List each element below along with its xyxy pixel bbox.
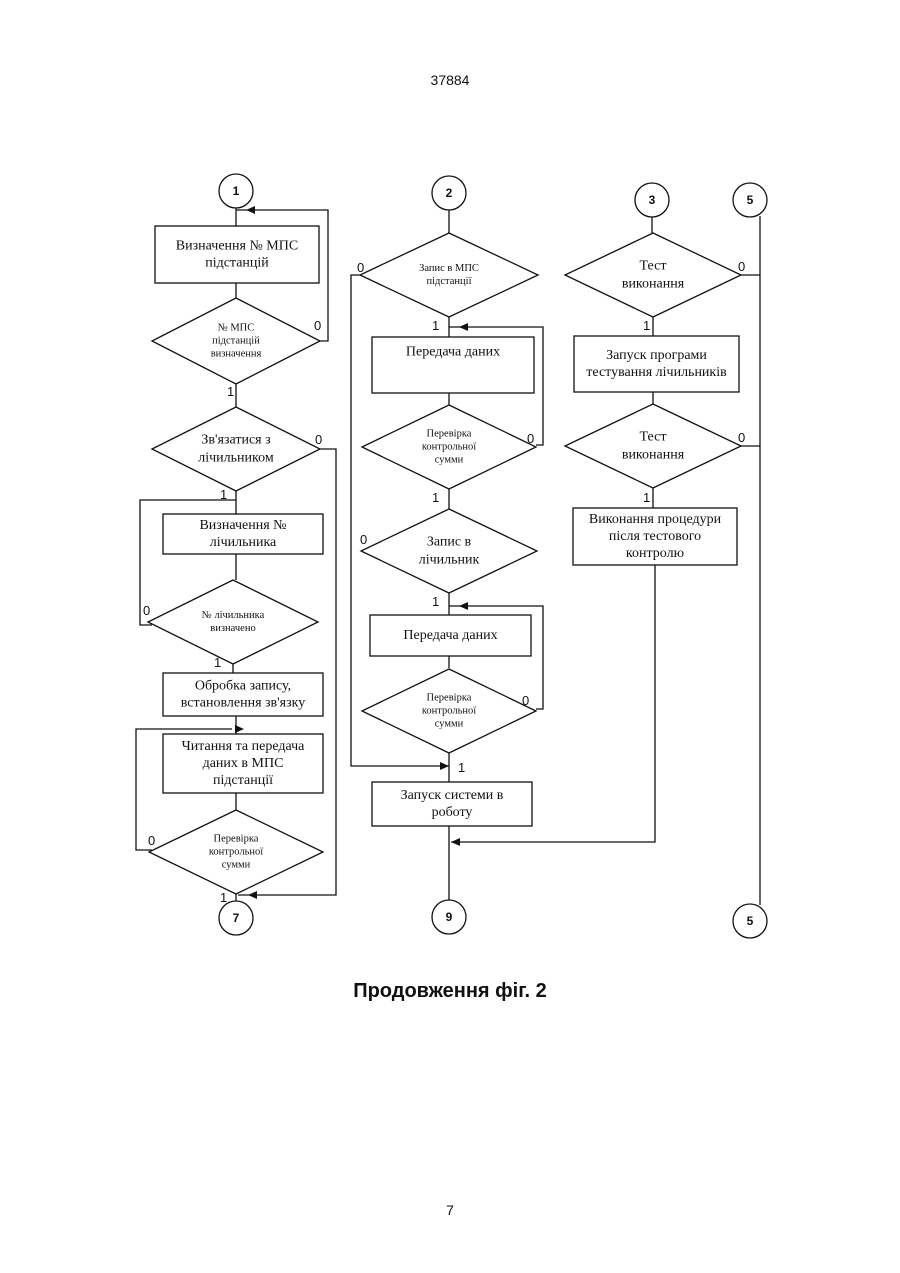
- arrow-exit-connect: [248, 891, 257, 899]
- flag-test-2-no: 0: [738, 430, 745, 445]
- decision-connect-line: Зв'язатися з: [201, 433, 271, 448]
- decision-mps-id-line: № МПС: [218, 323, 255, 334]
- flag-checksum-no: 0: [148, 833, 155, 848]
- box-mps-id-line: Визначення № МПС: [176, 239, 298, 254]
- decision-test-2: [565, 404, 741, 488]
- box-after-test-line: контролю: [626, 546, 684, 561]
- flag-write-meter-no: 0: [360, 532, 367, 547]
- flag-write-meter-yes: 1: [432, 594, 439, 609]
- arrow-loop-mps: [246, 206, 255, 214]
- decision-checksum-1-line: Перевірка: [427, 429, 472, 440]
- flag-connect-yes: 1: [220, 487, 227, 502]
- decision-connect: [152, 407, 320, 491]
- box-start-tests-line: Запуск програми: [606, 348, 707, 363]
- connector-3-label: 3: [649, 193, 656, 207]
- box-meter-id-line: лічильника: [210, 535, 277, 550]
- flag-mps-no: 0: [314, 318, 321, 333]
- flag-mps-yes: 1: [227, 384, 234, 399]
- decision-test-1-line: Тест: [640, 259, 667, 274]
- decision-checksum-line: сумми: [222, 860, 251, 871]
- box-start-tests: [574, 336, 739, 392]
- page-number-bottom: 7: [0, 1202, 900, 1218]
- flag-checksum-1-yes: 1: [432, 490, 439, 505]
- decision-test-1-line: виконання: [622, 277, 685, 292]
- box-launch-line: роботу: [432, 805, 473, 820]
- box-transfer-1-line: Передача даних: [406, 345, 500, 360]
- decision-test-2-line: Тест: [640, 430, 667, 445]
- flag-checksum-1-no: 0: [527, 431, 534, 446]
- decision-checksum-line: Перевірка: [214, 834, 259, 845]
- flag-checksum-2-yes: 1: [458, 760, 465, 775]
- flag-test-1-yes: 1: [643, 318, 650, 333]
- arrow-to-launch: [451, 838, 460, 846]
- flag-write-mps-yes: 1: [432, 318, 439, 333]
- box-transfer-2-line: Передача даних: [403, 628, 497, 643]
- connector-1-label: 1: [233, 184, 240, 198]
- flag-checksum-2-no: 0: [522, 693, 529, 708]
- connector-9-label: 9: [446, 910, 453, 924]
- decision-checksum-2-line: контрольної: [422, 706, 476, 717]
- flag-meter-yes: 1: [214, 655, 221, 670]
- box-meter-id-line: Визначення №: [199, 518, 286, 533]
- box-after-test-line: після тестового: [609, 529, 701, 544]
- decision-write-mps-line: Запис в МПС: [419, 263, 479, 274]
- flag-test-2-yes: 1: [643, 490, 650, 505]
- connector-5-top-label: 5: [747, 193, 754, 207]
- decision-write-meter-line: лічильник: [419, 553, 480, 568]
- decision-meter-id-line: № лічильника: [202, 610, 265, 621]
- decision-write-mps: [360, 233, 538, 317]
- connector-2-label: 2: [446, 186, 453, 200]
- arrow-left-bus: [440, 762, 449, 770]
- decision-test-2-line: виконання: [622, 448, 685, 463]
- decision-checksum-1-line: контрольної: [422, 442, 476, 453]
- decision-checksum-2-line: Перевірка: [427, 693, 472, 704]
- box-read-line: даних в МПС: [203, 756, 284, 771]
- decision-write-meter-line: Запис в: [427, 535, 472, 550]
- box-mps-id: [155, 226, 319, 283]
- decision-meter-id: [148, 580, 318, 664]
- decision-checksum-2-line: сумми: [435, 719, 464, 730]
- connector-5-bottom-label: 5: [747, 914, 754, 928]
- figure-caption: Продовження фіг. 2: [0, 980, 900, 1003]
- decision-mps-id-line: визначення: [211, 349, 262, 360]
- flag-checksum-yes: 1: [220, 890, 227, 905]
- box-read-line: підстанції: [213, 773, 273, 788]
- arrow-loop-read: [235, 725, 244, 733]
- decision-mps-id-line: підстанцій: [212, 336, 260, 347]
- flag-write-mps-no: 0: [357, 260, 364, 275]
- box-process-line: встановлення зв'язку: [181, 696, 306, 711]
- box-after-test-line: Виконання процедури: [589, 512, 722, 527]
- decision-connect-line: лічильником: [198, 451, 274, 466]
- box-mps-id-line: підстанцій: [205, 256, 269, 271]
- arrow-loop-2: [459, 602, 468, 610]
- box-process-line: Обробка запису,: [195, 679, 291, 694]
- flag-connect-no: 0: [315, 432, 322, 447]
- decision-write-mps-line: підстанції: [427, 276, 472, 287]
- arrow-loop-1: [459, 323, 468, 331]
- box-start-tests-line: тестування лічильників: [586, 365, 727, 380]
- decision-meter-id-line: визначено: [210, 623, 255, 634]
- decision-test-1: [565, 233, 741, 317]
- flag-test-1-no: 0: [738, 259, 745, 274]
- box-launch-line: Запуск системи в: [401, 788, 504, 803]
- decision-write-meter: [361, 509, 537, 593]
- flag-meter-no: 0: [143, 603, 150, 618]
- decision-checksum-line: контрольної: [209, 847, 263, 858]
- connector-7-label: 7: [233, 911, 240, 925]
- box-read-line: Читання та передача: [182, 739, 306, 754]
- decision-checksum-1-line: сумми: [435, 455, 464, 466]
